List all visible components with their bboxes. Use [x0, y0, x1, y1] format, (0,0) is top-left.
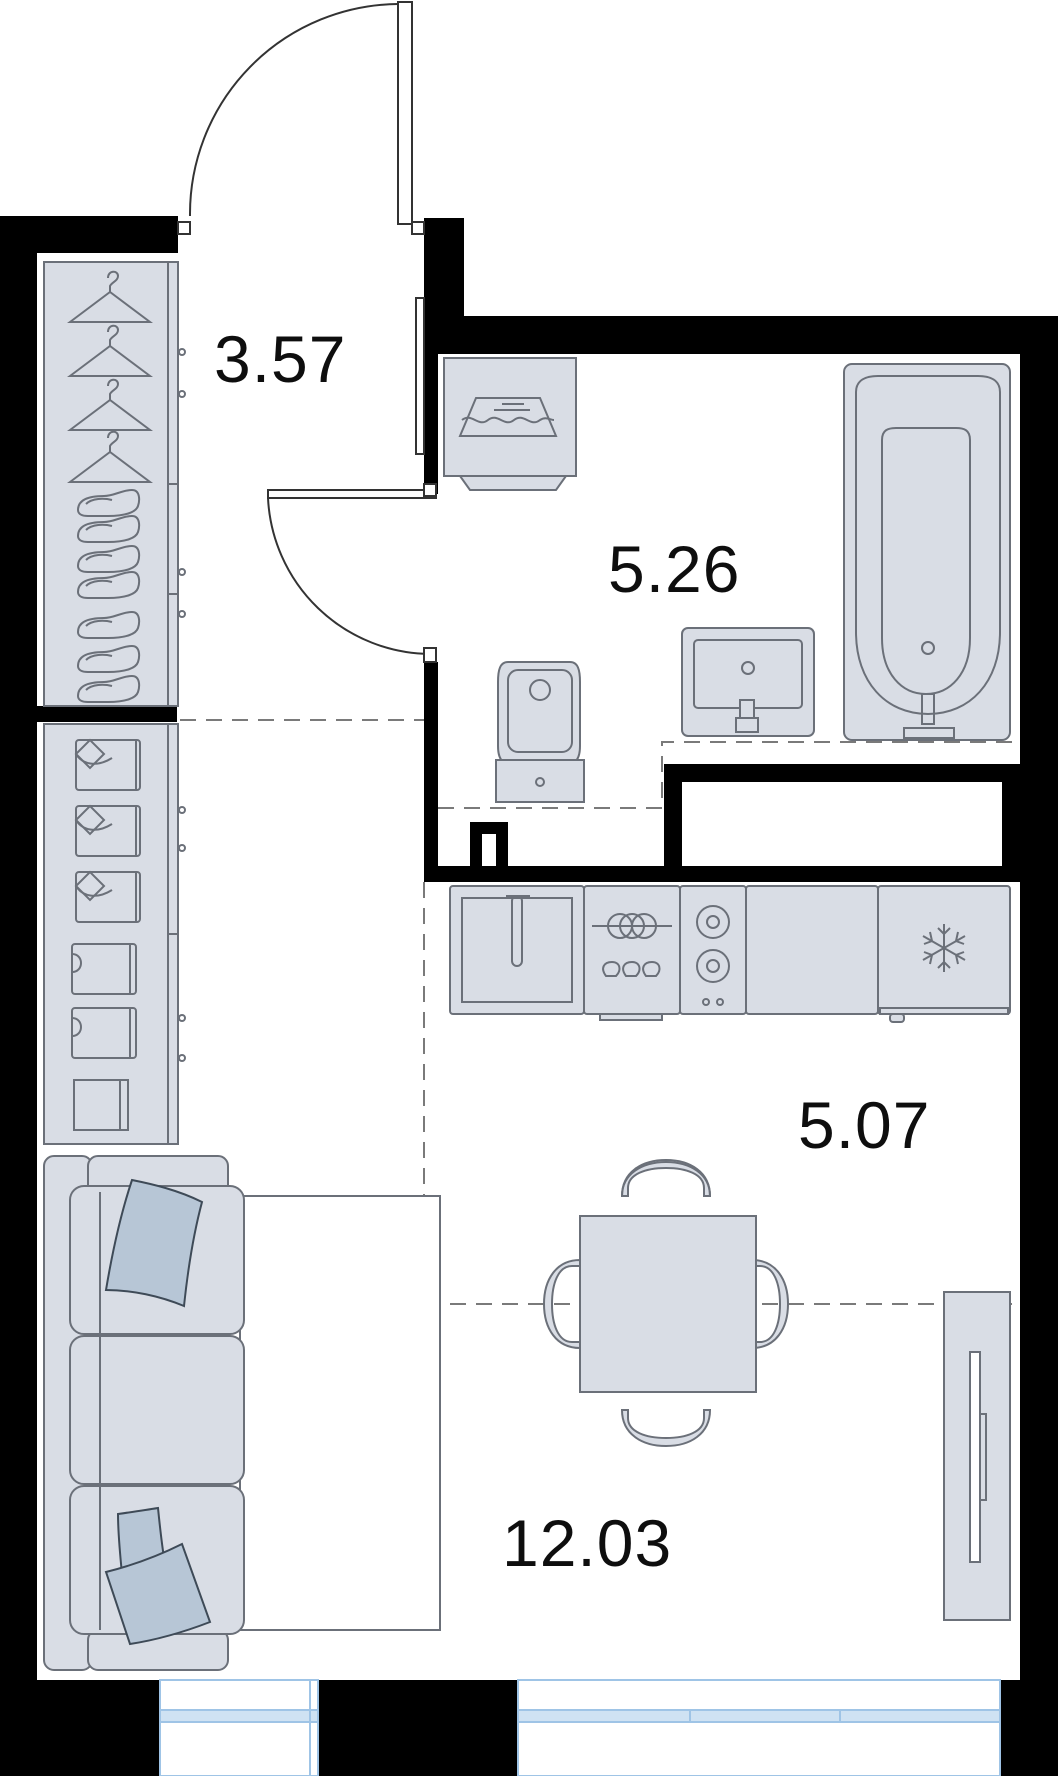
entrance-door [177, 1, 425, 235]
wall-bottom-middle [318, 1680, 518, 1776]
entrance-door-stop [177, 221, 191, 235]
kitchen-sink-cabinet [449, 885, 585, 1015]
kitchen-cabinet [745, 885, 879, 1015]
burner-icon [696, 949, 730, 983]
cooktop [583, 885, 681, 1015]
sofa-cushion [69, 1335, 245, 1485]
pillows [104, 1178, 212, 1646]
folded-towel-icon [71, 943, 137, 995]
bed-frame-outline [239, 1195, 441, 1631]
walls [0, 216, 1058, 1776]
pillow [104, 1178, 204, 1308]
wall-top-right [424, 316, 1058, 354]
window-right-glass [517, 1709, 1001, 1723]
faucet-icon [921, 693, 935, 725]
entrance-door-swing [188, 3, 399, 217]
room-area-hallway: 3.57 [214, 322, 347, 396]
kitchen-counter [449, 885, 1011, 1023]
bathroom-door-leaf [267, 489, 437, 499]
washing-machine [443, 357, 577, 491]
wall-bottom-left [0, 1680, 160, 1776]
window-left [159, 1679, 319, 1776]
folded-shirt-icon [75, 871, 141, 923]
toilet-tank [495, 759, 585, 803]
zone-line-bathroom [438, 741, 1020, 809]
bathtub [843, 363, 1011, 741]
sink [681, 627, 815, 737]
snowflake-icon [922, 924, 966, 972]
bathroom-door-stop [423, 647, 437, 663]
folded-towel-icon [71, 1007, 137, 1059]
wall-niche-left [664, 764, 682, 874]
wardrobe-bottom-body [43, 723, 179, 1145]
dining-chair-bottom [620, 1409, 712, 1448]
wall-entrance-jamb [424, 218, 464, 316]
pillow [104, 1542, 212, 1646]
room-area-living: 12.03 [502, 1506, 673, 1580]
washing-machine-body [443, 357, 577, 477]
folded-shirt-icon [75, 805, 141, 857]
wardrobe-bottom [43, 723, 186, 1145]
tv-screen [969, 1351, 981, 1563]
wall-bottom-right [1000, 1680, 1058, 1776]
bathroom-door-hinge [423, 483, 437, 497]
windows [159, 1679, 1001, 1776]
entrance-door-leaf [397, 1, 413, 225]
dining-table [579, 1215, 757, 1393]
window-right [517, 1679, 1001, 1776]
wall-left [0, 216, 37, 1776]
room-area-kitchen: 5.07 [798, 1088, 931, 1162]
bathtub-body [843, 363, 1011, 741]
window-left-glass [159, 1709, 319, 1723]
toilet [495, 661, 585, 803]
wall-bath-left-lower [424, 662, 438, 880]
wall-bath-left-upper [424, 354, 438, 494]
dining-chair-top [620, 1158, 712, 1197]
wall-right [1020, 316, 1058, 1776]
folded-shirt-icon [75, 739, 141, 791]
wall-niche-top [664, 764, 1020, 782]
entrance-door-hinge [411, 221, 425, 235]
sofa-bed [43, 1155, 441, 1671]
ventilation-shaft [470, 822, 508, 866]
tv-console [943, 1291, 1011, 1621]
wardrobe-top [43, 261, 186, 707]
wall-top-left [0, 216, 178, 253]
room-area-bathroom: 5.26 [608, 532, 741, 606]
bathroom-door-swing [267, 497, 431, 655]
wall-closet-divider [37, 706, 177, 722]
burner-icon [696, 905, 730, 939]
dining-set [542, 1158, 790, 1448]
bathroom-door-leaf-open [415, 297, 425, 455]
wardrobe-top-body [43, 261, 179, 707]
wall-niche-right [1002, 764, 1020, 882]
bathroom-door [267, 297, 437, 663]
wall-bath-bottom [424, 866, 1020, 882]
kitchen-sink-bowl [461, 897, 573, 1003]
